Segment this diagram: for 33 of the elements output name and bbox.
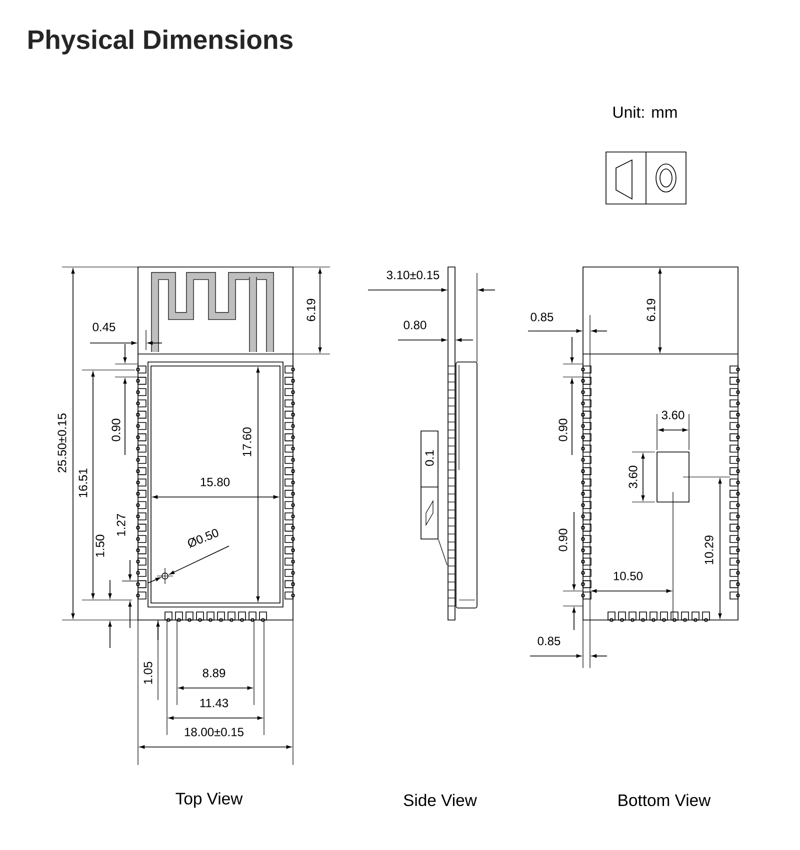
dimension-label: 0.85 [538, 636, 560, 646]
dimension-label: 8.89 [202, 668, 226, 678]
dimension-label: 3.10±0.15 [386, 270, 440, 280]
dimension-label: 16.51 [78, 468, 88, 498]
dimension-label: 0.90 [112, 418, 120, 442]
dimension-label: 3.60 [628, 466, 638, 488]
dimension-label: 0.45 [92, 322, 116, 332]
dimension-label: 11.43 [200, 698, 228, 708]
dimension-label: 0.90 [558, 528, 568, 552]
dimension-label: 6.19 [646, 298, 656, 322]
leader-line [438, 539, 448, 566]
dimension-label: 1.27 [116, 514, 126, 536]
dimension-label: 6.19 [306, 298, 316, 322]
dimension-label: 10.29 [704, 536, 714, 564]
unit-label: Unit: mm [614, 106, 677, 118]
side-view-drawing [448, 266, 478, 620]
dimension-label: 15.80 [200, 478, 230, 486]
dimension-label: 25.50±0.15 [58, 414, 66, 472]
dimension-label: Ø0.50 [188, 528, 218, 548]
dimension-label: 17.60 [242, 427, 252, 456]
dimension-label: 0.85 [530, 312, 554, 322]
dimension-label: 1.05 [144, 662, 152, 684]
view-caption: Side View [404, 794, 477, 806]
view-caption: Top View [176, 792, 243, 808]
dimension-label: 1.50 [96, 534, 104, 557]
dimension-label: 3.60 [662, 410, 684, 420]
view-caption: Bottom View [618, 794, 711, 806]
dimension-label: 0.90 [558, 418, 568, 442]
dimension-label: 0.80 [404, 320, 426, 330]
tolerance-frame: 0.1 [420, 430, 438, 540]
title: Physical Dimensions [28, 30, 292, 54]
dimension-label: 10.50 [614, 572, 643, 580]
dimension-label: 18.00±0.15 [184, 728, 244, 736]
